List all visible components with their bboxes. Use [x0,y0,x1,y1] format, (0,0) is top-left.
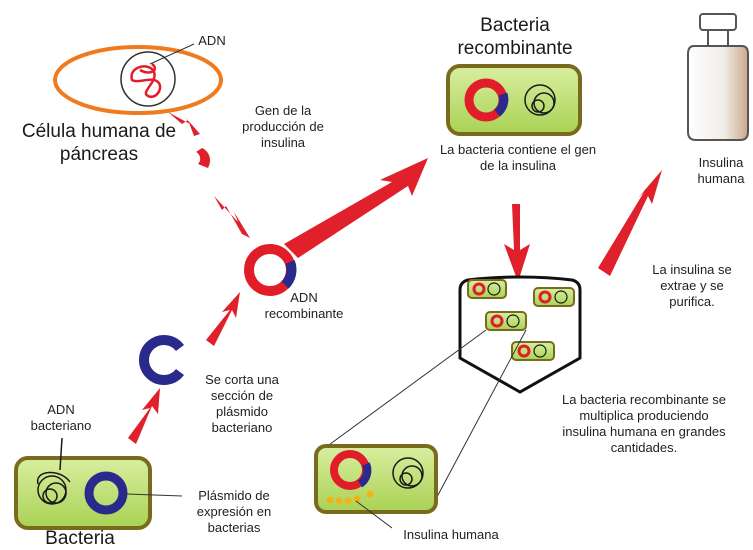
flow-arrows [128,112,662,444]
gene-fragment [196,148,210,168]
human-insulin-label: Insulina humana [403,527,499,542]
insulin-bottle [687,13,749,141]
insulin-dots [326,490,374,505]
recombinant-dna-ring [244,244,297,296]
tank-bacteria-3 [485,311,527,331]
adn-label: ADN [198,33,226,48]
recombinant-bacteria-label: Bacteria recombinante [457,15,573,59]
cut-plasmid [139,335,184,385]
bacteria-contains-gene-label: La bacteria contiene el gen de la insuli… [439,142,597,173]
multiplication-label: La bacteria recombinante se multiplica p… [561,392,727,455]
pancreas-cell-label: Célula humana de páncreas [21,121,177,165]
expression-plasmid-label: Plásmido de expresión en bacterias [196,488,272,535]
zoomed-bacteria [314,444,438,529]
tank-bacteria-2 [533,287,575,307]
extraction-label: La insulina se extrae y se purifica. [652,262,732,309]
original-bacteria [14,437,183,530]
insulin-bottle-label: Insulina humana [697,155,745,186]
plasmid-cut-label: Se corta una sección de plásmido bacteri… [205,372,279,435]
fermentation-tank [321,275,582,511]
recombinant-bacteria [446,64,582,136]
tank-bacteria-4 [511,341,555,361]
recombinant-dna-label: ADN recombinante [264,290,344,321]
bacterial-dna-label: ADN bacteriano [30,402,92,433]
bacteria-label: Bacteria [45,528,115,549]
tank-bacteria-1 [467,279,507,299]
insulin-gene-label: Gen de la producción de insulina [242,103,324,150]
pancreas-cell [53,43,223,115]
